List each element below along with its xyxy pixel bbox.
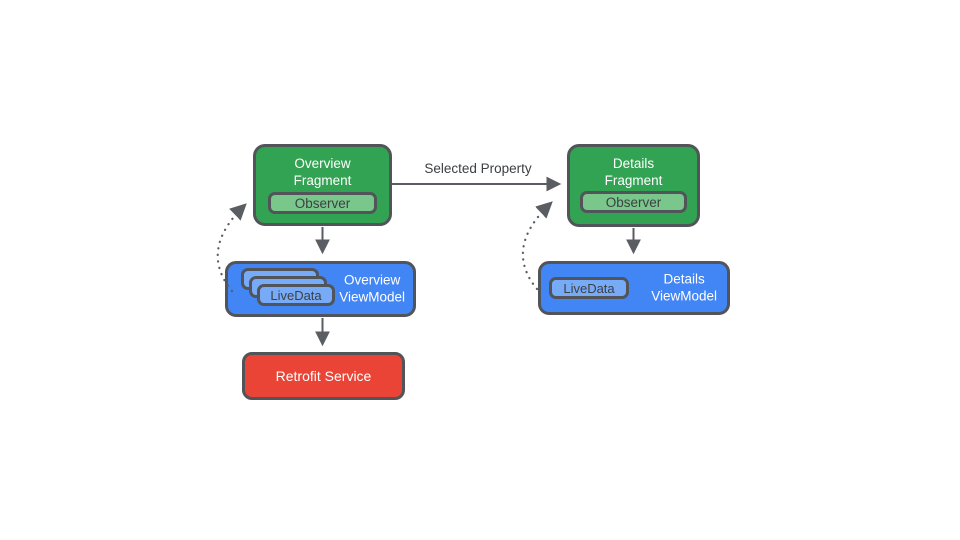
node-overview-fragment: Overview Fragment Observer xyxy=(253,144,392,226)
node-retrofit-service: Retrofit Service xyxy=(242,352,405,400)
overview-livedata-label: LiveData xyxy=(270,287,322,303)
overview-viewmodel-title: Overview ViewModel xyxy=(339,272,405,305)
details-observer-label: Observer xyxy=(605,194,662,210)
overview-fragment-title: Overview Fragment xyxy=(293,156,352,188)
retrofit-service-label: Retrofit Service xyxy=(275,368,372,384)
node-details-viewmodel: LiveData Details ViewModel xyxy=(538,261,730,315)
selected-property-label: Selected Property xyxy=(424,161,532,176)
livedata-card: LiveData xyxy=(549,277,629,299)
livedata-card: LiveData xyxy=(257,284,335,306)
overview-observer-box: Observer xyxy=(268,192,377,214)
details-viewmodel-title: Details ViewModel xyxy=(651,271,717,304)
overview-observer-label: Observer xyxy=(294,195,351,211)
node-details-fragment: Details Fragment Observer xyxy=(567,144,700,227)
details-observer-box: Observer xyxy=(580,191,687,213)
node-overview-viewmodel: LiveData Overview ViewModel xyxy=(225,261,416,317)
details-fragment-title: Details Fragment xyxy=(604,156,663,188)
details-livedata-label: LiveData xyxy=(563,280,615,296)
